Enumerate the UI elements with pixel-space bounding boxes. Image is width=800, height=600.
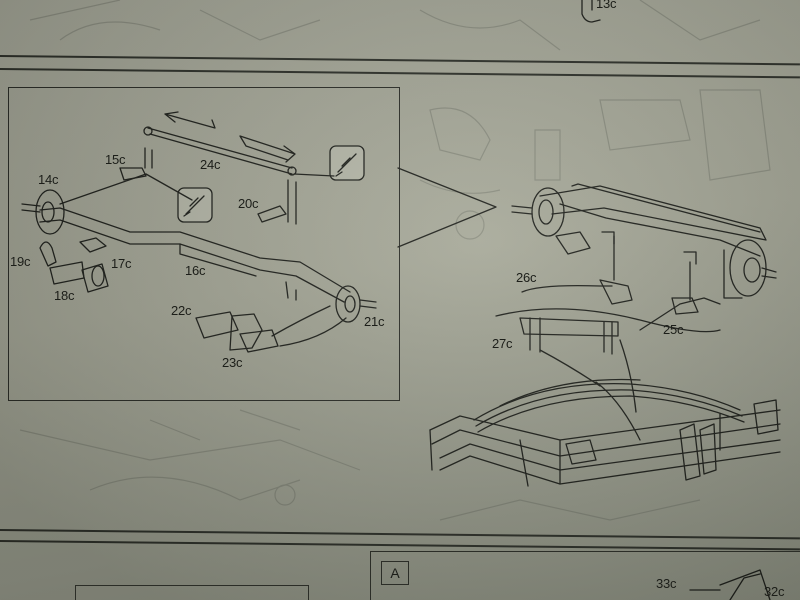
part-label-33c: 33c: [656, 576, 677, 591]
part-label-15c: 15c: [105, 152, 126, 167]
part-label-21c: 21c: [364, 314, 385, 329]
part-label-18c: 18c: [54, 288, 75, 303]
inset-detail-box: [8, 87, 400, 401]
callout-wedge: [397, 167, 497, 248]
left-arrow: [164, 111, 216, 129]
part-label-23c: 23c: [222, 355, 243, 370]
lower-left-box: [75, 585, 309, 600]
tie-rod: [147, 127, 293, 175]
part-label-22c: 22c: [171, 303, 192, 318]
part-label-17c: 17c: [111, 256, 132, 271]
part-label-14c: 14c: [38, 172, 59, 187]
step-badge: A: [381, 561, 409, 585]
part-label-24c: 24c: [200, 157, 221, 172]
part-label-16c: 16c: [185, 263, 206, 278]
part-label-13c: 13c: [596, 0, 617, 11]
right-arrow: [239, 135, 296, 163]
part-label-25c: 25c: [663, 322, 684, 337]
part-label-26c: 26c: [516, 270, 537, 285]
part-label-32c: 32c: [764, 584, 785, 599]
part-label-27c: 27c: [492, 336, 513, 351]
part-label-20c: 20c: [238, 196, 259, 211]
step-a-panel: [370, 551, 800, 600]
part-label-19c: 19c: [10, 254, 31, 269]
